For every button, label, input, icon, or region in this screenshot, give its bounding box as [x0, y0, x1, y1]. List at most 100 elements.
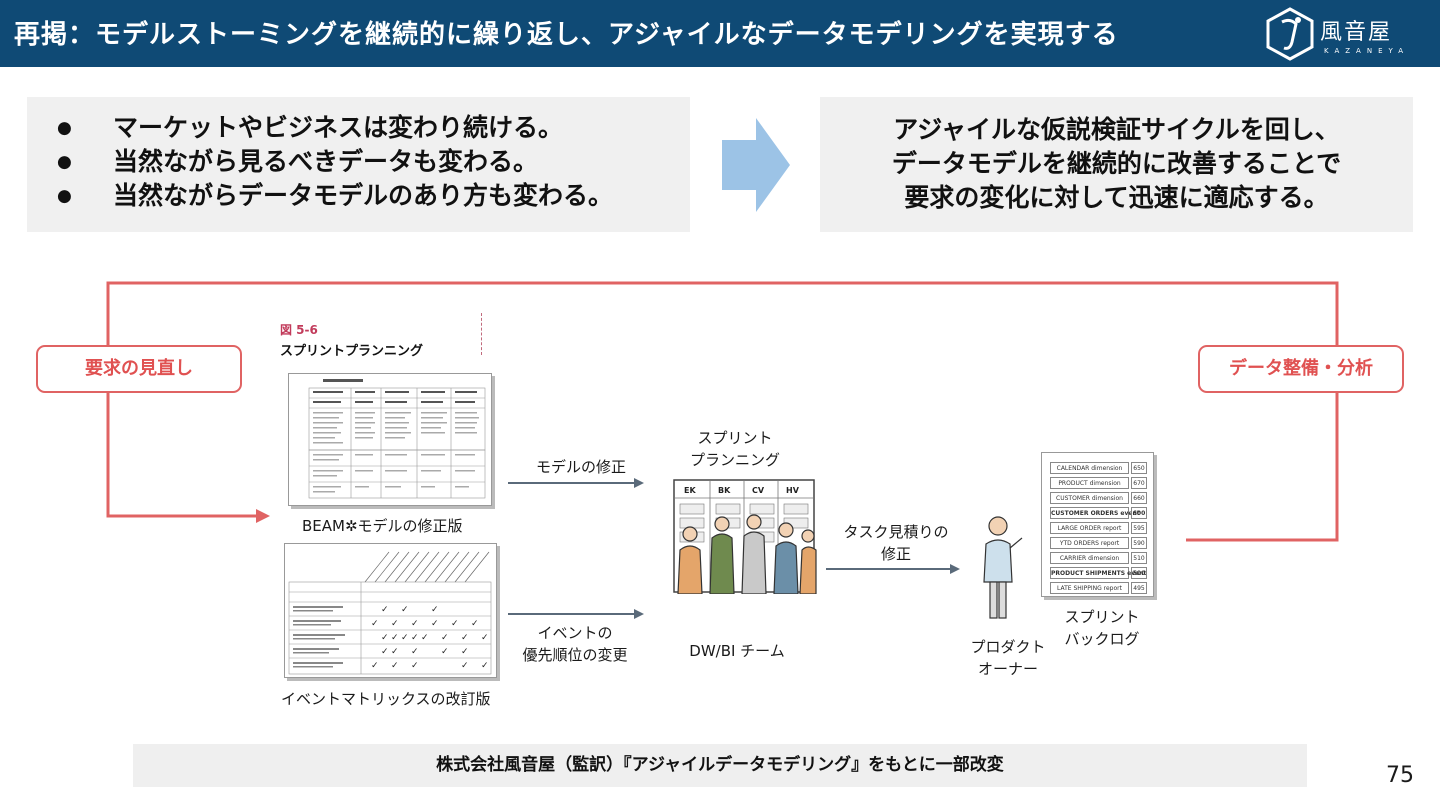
backlog-item-value: 595 [1131, 522, 1147, 534]
product-owner-icon [983, 516, 1023, 619]
figure-title: スプリントプランニング [280, 344, 424, 359]
event-priority-line: 優先順位の変更 [522, 646, 628, 664]
context-bullets: マーケットやビジネスは変わり続ける。 当然ながら見るべきデータも変わる。 当然な… [57, 111, 613, 213]
bullet-item: マーケットやビジネスは変わり続ける。 [57, 111, 613, 145]
backlog-item-value: 650 [1131, 462, 1147, 474]
svg-text:✓: ✓ [371, 619, 379, 629]
backlog-item-value: 590 [1131, 537, 1147, 549]
kazaneya-logo-icon [1266, 7, 1314, 61]
product-owner-label: プロダクト オーナー [962, 636, 1054, 680]
bullet-item: 当然ながらデータモデルのあり方も変わる。 [57, 179, 613, 213]
product-owner-line: オーナー [977, 660, 1038, 678]
svg-text:✓: ✓ [461, 633, 469, 643]
svg-text:✓: ✓ [411, 661, 419, 671]
event-matrix-document: ✓✓✓ ✓✓✓✓✓✓ ✓✓✓✓✓✓✓✓ ✓✓✓✓✓ ✓✓✓✓✓ [284, 543, 497, 678]
beam-caption: BEAM✲モデルの修正版 [302, 517, 463, 535]
sprint-planning-label: スプリント プランニング [680, 427, 790, 471]
backlog-item-name: CUSTOMER ORDERS event [1050, 507, 1140, 519]
sprint-backlog-line: バックログ [1064, 630, 1140, 648]
backlog-item-name: PRODUCT SHIPMENTS event [1050, 567, 1146, 579]
sprint-backlog-line: スプリント [1064, 608, 1140, 626]
svg-text:✓: ✓ [441, 633, 449, 643]
sprint-planning-line: プランニング [689, 451, 780, 469]
svg-text:✓: ✓ [401, 605, 409, 615]
task-estimate-line: 修正 [880, 545, 911, 563]
right-arrow-icon [722, 118, 790, 212]
logo-subtext: KAZANEYA [1324, 47, 1410, 55]
backlog-item-value: 495 [1131, 582, 1147, 594]
context-panel: マーケットやビジネスは変わり続ける。 当然ながら見るべきデータも変わる。 当然な… [27, 97, 690, 232]
svg-text:✓: ✓ [391, 633, 399, 643]
svg-text:✓: ✓ [381, 647, 389, 657]
conclusion-line: 要求の変化に対して迅速に適応する。 [904, 183, 1329, 212]
company-logo: 風音屋 KAZANEYA [1262, 6, 1412, 62]
svg-text:✓: ✓ [391, 619, 399, 629]
backlog-item-value: 600 [1131, 507, 1147, 519]
svg-text:✓: ✓ [381, 605, 389, 615]
svg-text:✓: ✓ [431, 619, 439, 629]
planning-board-icon: EK BK CV HV [673, 479, 817, 595]
bullet-item: 当然ながら見るべきデータも変わる。 [57, 145, 613, 179]
conclusion-panel: アジャイルな仮説検証サイクルを回し、 データモデルを継続的に改善することで 要求… [820, 97, 1413, 232]
svg-text:✓: ✓ [411, 633, 419, 643]
svg-text:✓: ✓ [411, 619, 419, 629]
page-number: 75 [1386, 763, 1414, 788]
source-note: 株式会社風音屋（監訳）『アジャイルデータモデリング』をもとに一部改変 [436, 755, 1004, 775]
product-owner-line: プロダクト [970, 638, 1046, 656]
backlog-item-value: 660 [1131, 492, 1147, 504]
task-estimate-line: タスク見積りの [843, 523, 949, 541]
svg-text:✓: ✓ [381, 633, 389, 643]
svg-text:✓: ✓ [481, 661, 489, 671]
svg-text:✓: ✓ [401, 633, 409, 643]
backlog-item-name: LARGE ORDER report [1050, 522, 1129, 534]
conclusion-line: アジャイルな仮説検証サイクルを回し、 [893, 115, 1340, 144]
conclusion-line: データモデルを継続的に改善することで [891, 149, 1342, 178]
backlog-item-value: 510 [1131, 552, 1147, 564]
event-matrix-illustration: ✓✓✓ ✓✓✓✓✓✓ ✓✓✓✓✓✓✓✓ ✓✓✓✓✓ ✓✓✓✓✓ [288, 551, 492, 675]
svg-text:✓: ✓ [431, 605, 439, 615]
data-prep-analysis-label: データ整備・分析 [1198, 345, 1404, 393]
svg-text:✓: ✓ [421, 633, 429, 643]
source-note-box: 株式会社風音屋（監訳）『アジャイルデータモデリング』をもとに一部改変 [133, 744, 1307, 787]
backlog-item-name: YTD ORDERS report [1050, 537, 1129, 549]
beam-model-document [288, 373, 492, 506]
backlog-item-name: CUSTOMER dimension [1050, 492, 1129, 504]
event-priority-line: イベントの [537, 624, 613, 642]
sprint-planning-line: スプリント [697, 429, 773, 447]
logo-text: 風音屋 [1320, 20, 1393, 45]
figure-divider [481, 313, 482, 355]
svg-text:✓: ✓ [371, 661, 379, 671]
figure-number: 図 5-6 [280, 323, 318, 337]
backlog-item-value: 670 [1131, 477, 1147, 489]
svg-text:✓: ✓ [391, 661, 399, 671]
backlog-item-value: 500 [1131, 567, 1147, 579]
team-board-illustration: EK BK CV HV [668, 476, 818, 595]
svg-text:✓: ✓ [391, 647, 399, 657]
team-label: DW/BI チーム [689, 642, 785, 660]
backlog-item-name: CARRIER dimension [1050, 552, 1129, 564]
backlog-item-name: CALENDAR dimension [1050, 462, 1129, 474]
board-col-label: CV [752, 486, 765, 495]
header-bar: 再掲：モデルストーミングを継続的に繰り返し、アジャイルなデータモデリングを実現す… [0, 0, 1440, 67]
svg-text:✓: ✓ [481, 633, 489, 643]
board-col-label: BK [718, 486, 731, 495]
event-matrix-caption: イベントマトリックスの改訂版 [281, 690, 491, 708]
backlog-item-name: PRODUCT dimension [1050, 477, 1129, 489]
svg-text:✓: ✓ [461, 661, 469, 671]
svg-text:✓: ✓ [441, 647, 449, 657]
model-fix-label: モデルの修正 [535, 458, 626, 476]
sprint-backlog-label: スプリント バックログ [1054, 606, 1150, 650]
svg-text:✓: ✓ [461, 647, 469, 657]
beam-table-illustration [308, 379, 486, 499]
